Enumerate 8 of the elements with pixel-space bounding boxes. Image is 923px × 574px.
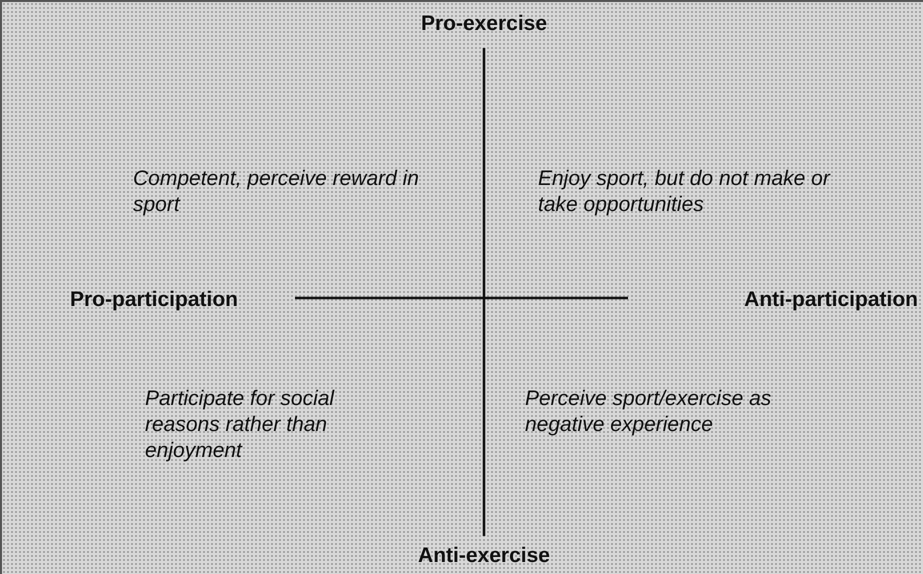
- axis-label: Anti-exercise: [417, 543, 551, 569]
- quadrant-text: Competent, perceive reward in sport: [133, 166, 420, 218]
- quadrant-text: Enjoy sport, but do not make or take opportunities: [538, 166, 832, 218]
- axis-label: Anti-participation: [743, 287, 918, 313]
- axis-label: Pro-participation: [70, 287, 240, 313]
- quadrant-text: Participate for social reasons rather than enjoyment: [145, 386, 336, 464]
- axis-label: Pro-exercise: [420, 11, 548, 37]
- quadrant-text: Perceive sport/exercise as negative experience: [525, 386, 772, 438]
